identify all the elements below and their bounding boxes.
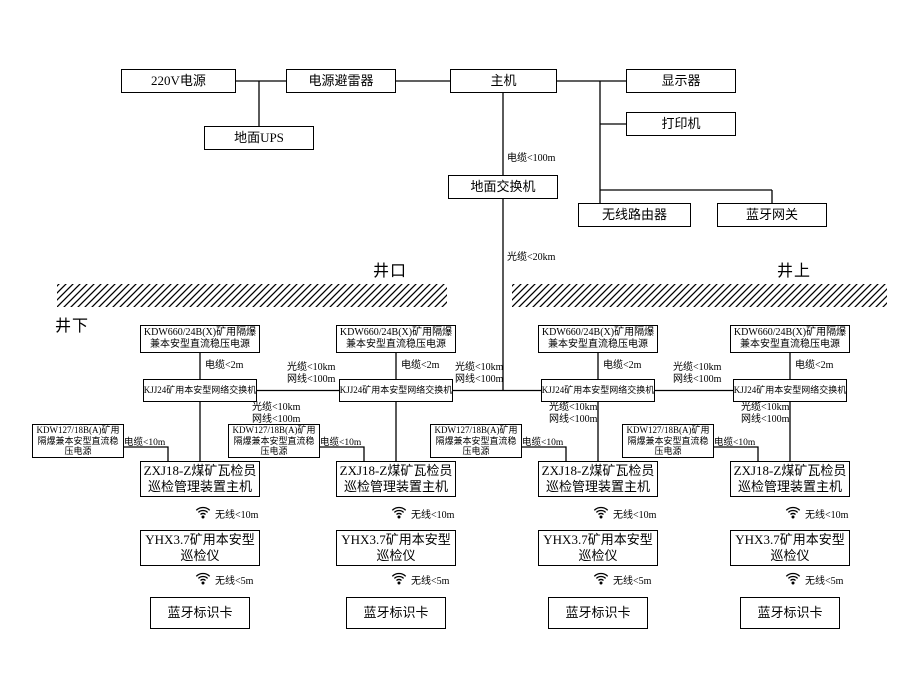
box-wireless-router: 无线路由器 <box>578 203 691 227</box>
wifi-icon <box>195 572 211 585</box>
box-220v-power: 220V电源 <box>121 69 236 93</box>
link-label-group: 光缆<10km 网线<100m <box>252 402 300 426</box>
label-wireless-5m: 无线<5m <box>411 576 450 587</box>
label-cable-10m: 电缆<10m <box>714 438 756 448</box>
box-zxj18-host: ZXJ18-Z煤矿瓦检员巡检管理装置主机 <box>538 461 658 497</box>
box-host: 主机 <box>450 69 557 93</box>
label-cable-10m: 电缆<10m <box>522 438 564 448</box>
link-label-group: 光缆<10km 网线<100m <box>549 402 597 426</box>
wifi-icon <box>593 506 609 519</box>
label-lan-100m: 网线<100m <box>252 414 301 425</box>
wifi-icon <box>593 572 609 585</box>
label-wireless-5m: 无线<5m <box>613 576 652 587</box>
box-ground-ups: 地面UPS <box>204 126 314 150</box>
label-cable-2m: 电缆<2m <box>795 360 834 371</box>
label-fiber-10km: 光缆<10km <box>741 402 790 413</box>
box-kjj24-switch: KJJ24矿用本安型网络交换机 <box>733 379 847 402</box>
box-kjj24-switch: KJJ24矿用本安型网络交换机 <box>143 379 257 402</box>
ground-hatch-left <box>57 284 447 307</box>
label-fiber-10km: 光缆<10km <box>549 402 598 413</box>
label-underground-zone: 井下 <box>55 318 90 335</box>
label-wireless-10m: 无线<10m <box>215 510 259 521</box>
label-lan-100m: 网线<100m <box>287 374 336 385</box>
label-cable-2m: 电缆<2m <box>401 360 440 371</box>
box-zxj18-host: ZXJ18-Z煤矿瓦检员巡检管理装置主机 <box>730 461 850 497</box>
wifi-icon <box>391 506 407 519</box>
wifi-icon <box>391 572 407 585</box>
label-fiber-20km: 光缆<20km <box>507 252 556 263</box>
box-kdw660-psu: KDW660/24B(X)矿用隔爆兼本安型直流稳压电源 <box>538 325 658 353</box>
box-yhx-inspector: YHX3.7矿用本安型巡检仪 <box>730 530 850 566</box>
label-lan-100m: 网线<100m <box>549 414 598 425</box>
box-yhx-inspector: YHX3.7矿用本安型巡检仪 <box>336 530 456 566</box>
box-kjj24-switch: KJJ24矿用本安型网络交换机 <box>541 379 655 402</box>
box-kdw127-psu: KDW127/18B(A)矿用隔爆兼本安型直流稳压电源 <box>228 424 320 458</box>
box-yhx-inspector: YHX3.7矿用本安型巡检仪 <box>140 530 260 566</box>
box-kdw127-psu: KDW127/18B(A)矿用隔爆兼本安型直流稳压电源 <box>32 424 124 458</box>
box-yhx-inspector: YHX3.7矿用本安型巡检仪 <box>538 530 658 566</box>
label-cable-2m: 电缆<2m <box>603 360 642 371</box>
label-fiber-10km: 光缆<10km <box>287 362 336 373</box>
box-kdw660-psu: KDW660/24B(X)矿用隔爆兼本安型直流稳压电源 <box>336 325 456 353</box>
link-label-group: 光缆<10km 网线<100m <box>287 362 335 386</box>
label-lan-100m: 网线<100m <box>741 414 790 425</box>
box-monitor: 显示器 <box>626 69 736 93</box>
box-bluetooth-card: 蓝牙标识卡 <box>548 597 648 629</box>
wifi-icon <box>195 506 211 519</box>
wifi-icon <box>785 506 801 519</box>
box-ground-switch: 地面交换机 <box>448 175 558 199</box>
ground-hatch-right <box>512 284 887 307</box>
box-kdw127-psu: KDW127/18B(A)矿用隔爆兼本安型直流稳压电源 <box>622 424 714 458</box>
link-label-group: 光缆<10km 网线<100m <box>455 362 503 386</box>
label-lan-100m: 网线<100m <box>673 374 722 385</box>
label-fiber-10km: 光缆<10km <box>673 362 722 373</box>
label-wireless-5m: 无线<5m <box>805 576 844 587</box>
label-wellhead: 井口 <box>373 263 408 280</box>
label-cable-10m: 电缆<10m <box>320 438 362 448</box>
label-fiber-10km: 光缆<10km <box>252 402 301 413</box>
box-kdw660-psu: KDW660/24B(X)矿用隔爆兼本安型直流稳压电源 <box>140 325 260 353</box>
label-wireless-10m: 无线<10m <box>613 510 657 521</box>
box-printer: 打印机 <box>626 112 736 136</box>
box-bluetooth-card: 蓝牙标识卡 <box>740 597 840 629</box>
label-cable-100m: 电缆<100m <box>507 153 556 164</box>
box-bluetooth-card: 蓝牙标识卡 <box>346 597 446 629</box>
link-label-group: 光缆<10km 网线<100m <box>673 362 721 386</box>
box-kdw660-psu: KDW660/24B(X)矿用隔爆兼本安型直流稳压电源 <box>730 325 850 353</box>
label-cable-10m: 电缆<10m <box>124 438 166 448</box>
box-zxj18-host: ZXJ18-Z煤矿瓦检员巡检管理装置主机 <box>140 461 260 497</box>
label-wireless-10m: 无线<10m <box>411 510 455 521</box>
box-surge-arrester: 电源避雷器 <box>286 69 396 93</box>
box-kjj24-switch: KJJ24矿用本安型网络交换机 <box>339 379 453 402</box>
label-lan-100m: 网线<100m <box>455 374 504 385</box>
link-label-group: 光缆<10km 网线<100m <box>741 402 789 426</box>
box-bluetooth-card: 蓝牙标识卡 <box>150 597 250 629</box>
label-wireless-10m: 无线<10m <box>805 510 849 521</box>
label-surface-zone: 井上 <box>777 263 812 280</box>
box-bluetooth-gateway: 蓝牙网关 <box>717 203 827 227</box>
label-cable-2m: 电缆<2m <box>205 360 244 371</box>
box-zxj18-host: ZXJ18-Z煤矿瓦检员巡检管理装置主机 <box>336 461 456 497</box>
label-wireless-5m: 无线<5m <box>215 576 254 587</box>
wifi-icon <box>785 572 801 585</box>
box-kdw127-psu: KDW127/18B(A)矿用隔爆兼本安型直流稳压电源 <box>430 424 522 458</box>
label-fiber-10km: 光缆<10km <box>455 362 504 373</box>
